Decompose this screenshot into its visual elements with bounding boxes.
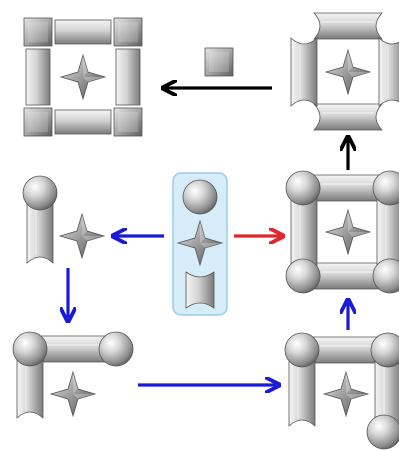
component-panel: [172, 172, 228, 316]
concave-block: [313, 174, 383, 202]
assembly-top-right: [290, 12, 399, 131]
sphere-icon: [285, 170, 321, 206]
concave-block: [290, 37, 318, 107]
assembly-bottom-left: [12, 331, 134, 419]
sphere-icon: [366, 414, 399, 450]
block-bottom: [54, 109, 112, 135]
assembly-bottom-right: [284, 332, 399, 450]
concave-block: [313, 103, 383, 131]
sphere-icon: [22, 175, 58, 211]
cube-icon: [204, 47, 234, 77]
sphere-icon: [98, 331, 134, 367]
cube-corner: [113, 107, 143, 137]
block-top: [54, 19, 112, 45]
cube-corner: [113, 17, 143, 47]
concave-block: [313, 262, 383, 290]
assembly-middle-left: [22, 175, 105, 264]
concave-block: [313, 12, 383, 40]
block-right: [115, 48, 141, 106]
concave-block: [378, 37, 399, 107]
concave-block: [290, 197, 318, 267]
star-icon: [325, 49, 371, 95]
star-icon: [50, 371, 96, 417]
cube-corner: [23, 107, 53, 137]
star-icon: [323, 371, 369, 417]
assembly-middle-right: [285, 170, 399, 294]
concave-block: [311, 336, 381, 364]
star-icon: [59, 213, 105, 259]
concave-block: [288, 357, 316, 427]
cube-corner: [23, 17, 53, 47]
star-icon: [60, 54, 106, 100]
concave-block-icon: [185, 271, 215, 309]
assembly-top-left: [23, 17, 143, 137]
block-left: [25, 48, 51, 106]
concave-block: [376, 197, 399, 267]
concave-block: [38, 335, 108, 363]
star-icon: [325, 209, 371, 255]
sphere-icon: [182, 179, 218, 215]
sphere-icon: [12, 331, 48, 367]
sphere-icon: [285, 258, 321, 294]
sphere-icon: [284, 332, 320, 368]
